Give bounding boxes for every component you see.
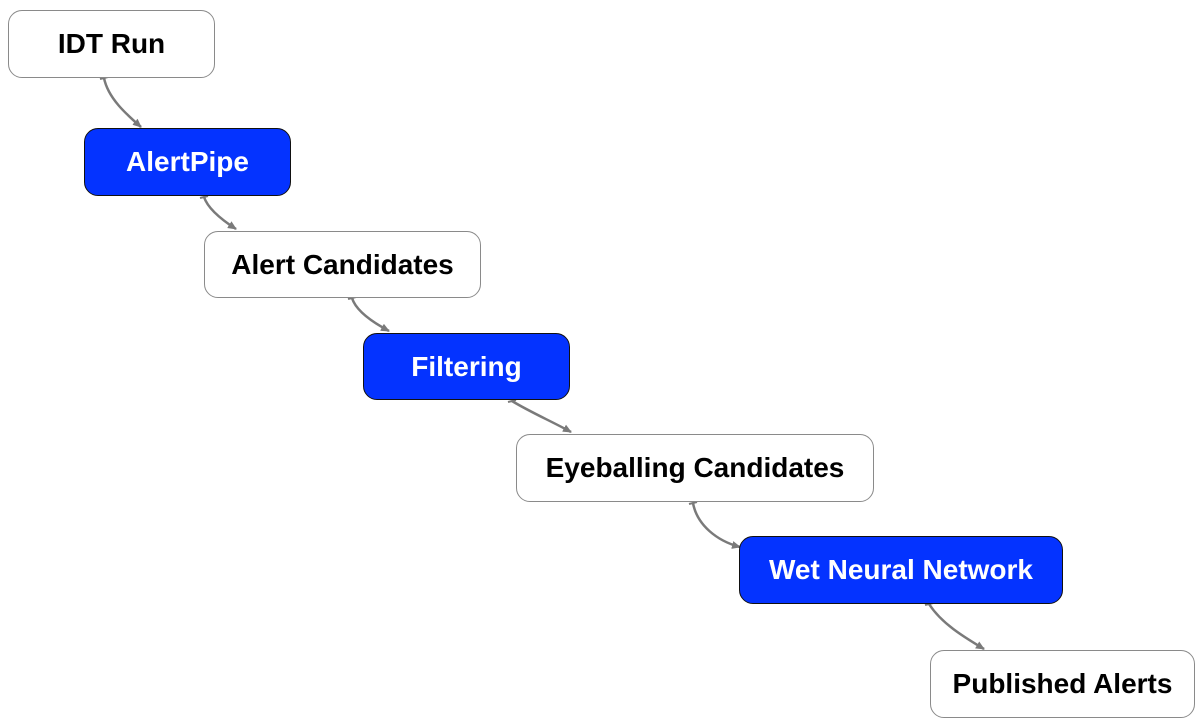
edge-arrow-6 (927, 603, 985, 651)
node-wet-neural-network: Wet Neural Network (739, 536, 1063, 604)
edge-arrow-1 (102, 77, 142, 128)
edge-arrow-3 (350, 297, 390, 333)
edge-arrow-2 (202, 196, 237, 231)
node-eyeballing-candidates: Eyeballing Candidates (516, 434, 874, 502)
edge-arrow-5 (691, 502, 741, 549)
node-published-alerts: Published Alerts (930, 650, 1195, 718)
edge-arrow-4 (511, 399, 572, 434)
node-alertpipe: AlertPipe (84, 128, 291, 196)
edge-start-tick-2 (199, 195, 209, 199)
node-alert-candidates: Alert Candidates (204, 231, 481, 298)
edge-start-tick-5 (688, 501, 698, 505)
node-idt-run: IDT Run (8, 10, 215, 78)
edge-start-tick-4 (507, 399, 517, 403)
node-filtering: Filtering (363, 333, 570, 400)
